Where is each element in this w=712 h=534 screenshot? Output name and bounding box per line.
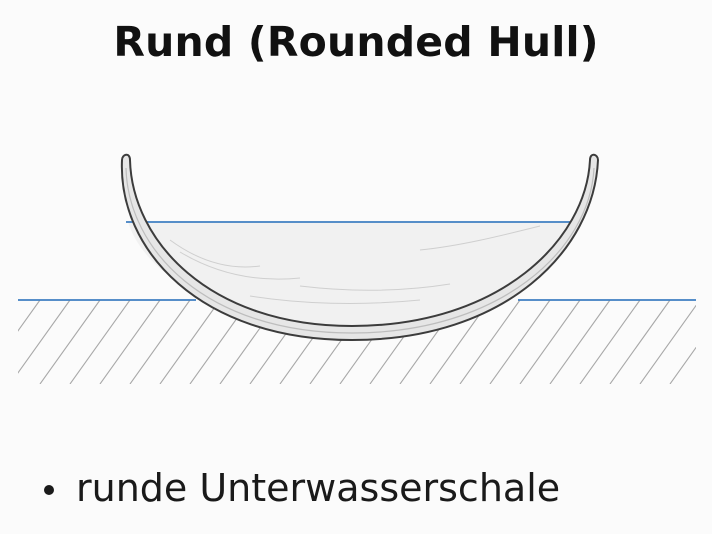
- page-title: Rund (Rounded Hull): [113, 18, 599, 66]
- bullet-text: runde Unterwasserschale: [76, 466, 561, 510]
- bullet-icon: [44, 485, 54, 495]
- hull-highlight: [125, 167, 595, 334]
- hull-shading: [169, 225, 541, 304]
- bullet-list-item: runde Unterwasserschale: [44, 458, 560, 518]
- rounded-hull: [120, 153, 600, 342]
- hull-interior: [128, 222, 580, 330]
